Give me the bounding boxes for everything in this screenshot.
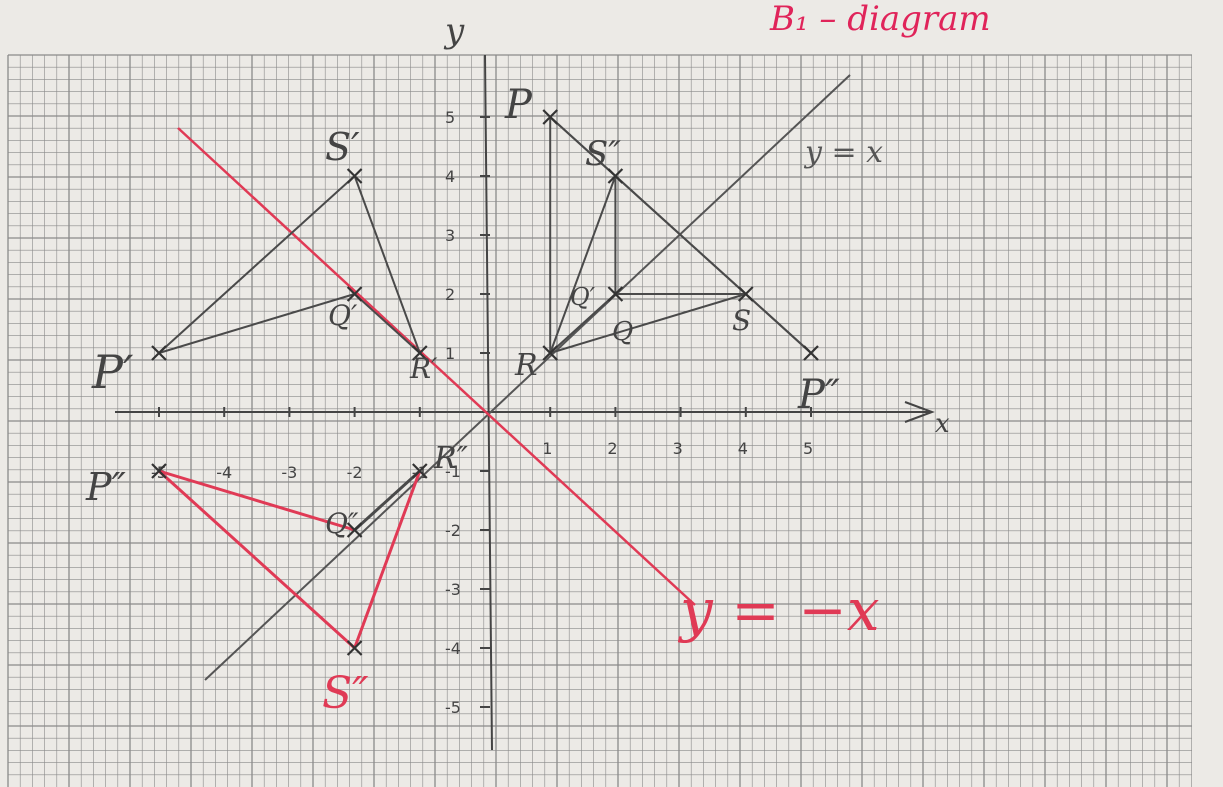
pencil-segment xyxy=(614,175,747,295)
x-axis-arrow xyxy=(904,401,935,423)
label-q-prime-left: Q′ xyxy=(328,299,358,332)
point-cross-mark xyxy=(738,286,754,302)
line-y-equals-x xyxy=(204,74,851,681)
pencil-segment xyxy=(549,116,617,177)
y-tick-label: -2 xyxy=(445,521,461,540)
y-tick-label: 5 xyxy=(445,108,455,127)
label-p-double-prime-left: P″ xyxy=(85,465,126,509)
point-cross-mark xyxy=(412,345,428,361)
pencil-segment xyxy=(158,175,356,354)
y-tick-label: -1 xyxy=(445,462,461,481)
point-cross-mark xyxy=(346,168,363,184)
label-q-prime-right: Q′ xyxy=(570,283,596,311)
y-tick-label: -3 xyxy=(445,580,461,599)
pencil-segment xyxy=(549,293,617,354)
y-axis xyxy=(484,54,493,751)
point-cross-mark xyxy=(542,345,558,361)
x-tick-label: 1 xyxy=(542,439,552,458)
pencil-segment xyxy=(549,293,747,354)
point-cross-mark xyxy=(346,640,363,656)
label-p-prime: P′ xyxy=(91,345,134,399)
x-tick-label: 5 xyxy=(803,439,813,458)
label-s: S xyxy=(732,304,751,337)
y-axis-label: y xyxy=(443,11,465,51)
red-segment xyxy=(353,469,421,532)
y-tick-label: -4 xyxy=(445,639,461,658)
label-r-prime: R′ xyxy=(409,352,438,385)
point-cross-mark xyxy=(803,345,819,361)
label-r-double-prime: R″ xyxy=(433,441,469,476)
axis-ticks: -5-4-3-2-11234554321-1-2-3-4-5 xyxy=(151,108,813,717)
point-cross-mark xyxy=(607,168,624,184)
x-tick-label: 3 xyxy=(673,439,683,458)
point-cross-mark xyxy=(607,286,624,302)
point-cross-mark xyxy=(346,286,363,302)
point-cross-mark xyxy=(412,463,428,479)
x-tick-label: 2 xyxy=(607,439,617,458)
pencil-segment xyxy=(745,293,812,354)
label-s-double-prime: S″ xyxy=(585,134,621,174)
y-tick-label: 4 xyxy=(445,167,455,186)
label-q-double-prime: Q″ xyxy=(325,507,359,540)
y-tick-label: -5 xyxy=(445,698,461,717)
red-image-shape xyxy=(157,469,422,650)
pencil-shapes xyxy=(158,116,812,354)
x-tick-label: 4 xyxy=(738,439,748,458)
x-tick-label: -4 xyxy=(216,463,232,482)
pencil-segment xyxy=(158,293,355,354)
y-tick-label: 1 xyxy=(445,344,455,363)
pencil-segment xyxy=(549,175,617,354)
point-cross-mark xyxy=(151,345,167,361)
diagram-heading: B₁ – diagram xyxy=(769,0,991,39)
label-y-equals-minus-x: y = −x xyxy=(677,576,880,644)
label-y-equals-x: y = x xyxy=(803,135,883,170)
red-segment xyxy=(353,470,422,649)
label-q: Q xyxy=(612,317,633,347)
label-s-double-prime-red: S″ xyxy=(322,668,369,719)
red-segment xyxy=(158,469,356,532)
x-axis-label: x xyxy=(935,409,950,439)
point-cross-mark xyxy=(346,522,363,538)
x-tick-label: -3 xyxy=(281,463,297,482)
y-tick-label: 3 xyxy=(445,226,455,245)
line-y-equals-minus-x xyxy=(177,127,696,606)
label-s-prime: S′ xyxy=(325,125,360,169)
point-cross-mark xyxy=(151,463,167,479)
y-tick-label: 2 xyxy=(445,285,455,304)
point-cross-mark xyxy=(542,109,558,125)
red-segment xyxy=(157,469,356,650)
pencil-segment xyxy=(353,293,421,354)
point-marks xyxy=(151,109,819,656)
label-p-double-prime-right: P″ xyxy=(797,372,840,418)
label-p: P xyxy=(504,82,533,128)
x-tick-label: -2 xyxy=(347,463,363,482)
label-r: R xyxy=(514,348,538,383)
pencil-segment xyxy=(353,175,421,354)
